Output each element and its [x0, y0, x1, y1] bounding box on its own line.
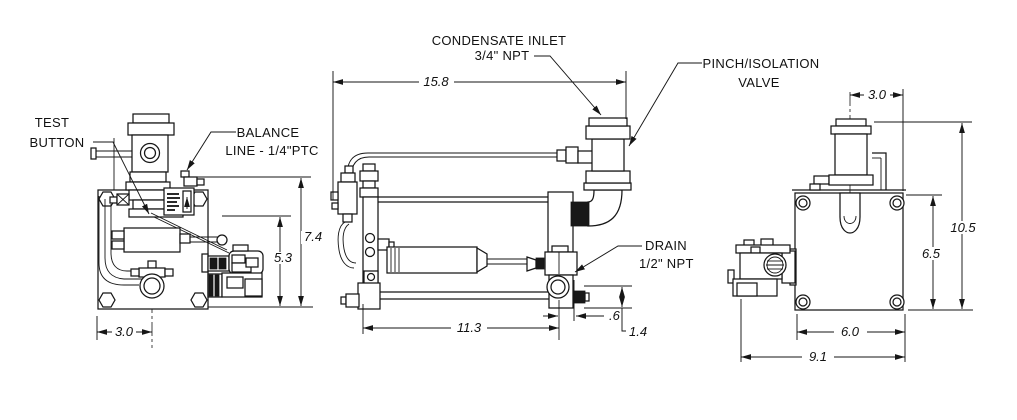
dim-end-inlet-offset: 3.0 [850, 87, 904, 191]
inlet-valve-end-figure [809, 118, 887, 234]
pinch-valve-label-2: VALVE [738, 75, 780, 90]
dim-text-end-body-height: 6.5 [922, 246, 941, 261]
dim-text-drain-height: 1.4 [629, 324, 647, 339]
dim-text-left-overall-height: 7.4 [304, 229, 322, 244]
left-view: 7.4 5.3 3.0 TEST BUTTON BALANCE LINE - 1… [29, 113, 326, 348]
end-view: 3.0 10.5 6.5 6.0 9.1 [727, 87, 980, 364]
test-button-leader [93, 141, 150, 215]
label-pinch-isolation-valve: PINCH/ISOLATION VALVE [628, 56, 820, 147]
label-balance-line: BALANCE LINE - 1/4"PTC [186, 125, 318, 171]
condensate-inlet-label-1: CONDENSATE INLET [432, 33, 567, 48]
dim-text-left-partial-height: 5.3 [274, 250, 293, 265]
label-condensate-inlet: CONDENSATE INLET 3/4" NPT [432, 33, 602, 116]
side-valve-end-figure [727, 238, 797, 297]
tubing-figure [98, 196, 230, 286]
dim-end-overall-width: 9.1 [740, 299, 905, 364]
drain-label-1: DRAIN [645, 238, 687, 253]
pinch-valve-figure [570, 117, 632, 227]
balance-line-label-2: LINE - 1/4"PTC [225, 143, 318, 158]
dim-text-end-body-width: 6.0 [841, 324, 860, 339]
float-mechanism-figure [90, 113, 205, 218]
inlet-tube [839, 192, 861, 234]
manifold-column-figure [340, 163, 395, 310]
air-cylinder-figure [386, 246, 545, 274]
dim-end-overall-height: 10.5 [874, 121, 980, 311]
pinch-valve-leader [628, 62, 702, 147]
dim-front-base-length: 11.3 [362, 304, 559, 335]
inlet-valve-figure [330, 165, 358, 269]
balance-line-fitting [180, 170, 190, 178]
side-valve-assembly [201, 244, 264, 298]
front-view: 15.8 11.3 .6 1.4 CONDENSATE INLET 3/4" N… [330, 33, 820, 340]
dim-left-partial-height: 5.3 [222, 215, 297, 306]
manifold-figure [111, 227, 191, 299]
dim-front-overall-length: 15.8 [332, 71, 627, 200]
dim-front-drain-height: 1.4 [584, 285, 647, 339]
condensate-inlet-leader [534, 55, 602, 116]
dim-text-overall-length: 15.8 [423, 74, 449, 89]
pinch-valve-label-1: PINCH/ISOLATION [703, 56, 820, 71]
tie-rods [378, 196, 549, 300]
balance-line-leader [186, 131, 236, 171]
dim-text-inlet-offset: 3.0 [868, 87, 887, 102]
dim-end-body-height: 6.5 [906, 194, 945, 309]
dim-text-base-length: 11.3 [457, 320, 482, 335]
dim-text-end-overall-height: 10.5 [950, 220, 976, 235]
drain-label-2: 1/2" NPT [639, 256, 694, 271]
drain-leader [574, 245, 642, 273]
dim-left-mount-offset: 3.0 [96, 316, 152, 340]
condensate-inlet-label-2: 3/4" NPT [475, 48, 530, 63]
dim-end-body-width: 6.0 [796, 314, 906, 362]
drain-body-figure [544, 191, 590, 340]
test-button-label-1: TEST [35, 115, 69, 130]
dim-text-end-overall-width: 9.1 [809, 349, 827, 364]
label-drain: DRAIN 1/2" NPT [574, 238, 694, 273]
label-test-button: TEST BUTTON [29, 115, 150, 215]
test-button-label-2: BUTTON [29, 135, 84, 150]
dim-text-left-mount-offset: 3.0 [115, 324, 134, 339]
instruction-plate [163, 187, 195, 216]
dim-text-drain-offset: .6 [609, 308, 621, 323]
balance-line-tube [346, 146, 594, 179]
dim-front-drain-offset: .6 [543, 280, 621, 323]
dim-left-overall-height: 7.4 [192, 176, 326, 308]
balance-line-label-1: BALANCE [237, 125, 300, 140]
